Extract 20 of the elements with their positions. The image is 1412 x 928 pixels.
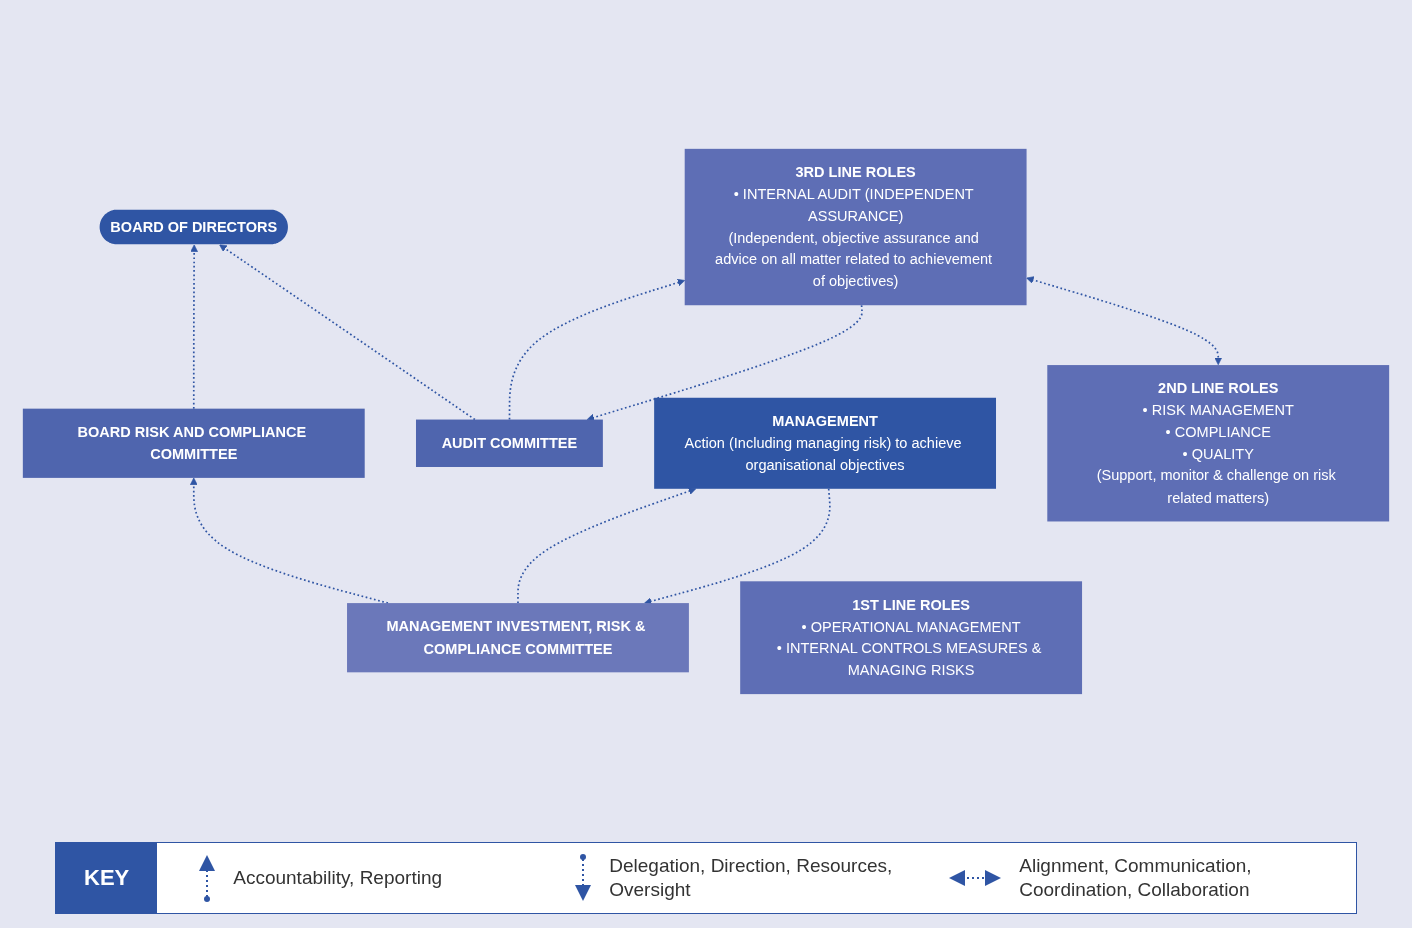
arrow	[586, 303, 863, 421]
node-box: MANAGEMENT Action (Including managing risk) to achieve organisational objectives	[654, 397, 996, 489]
arrow	[517, 487, 697, 604]
node-box: BOARD OF DIRECTORS	[99, 209, 288, 244]
arrow	[190, 477, 389, 604]
arrow	[1026, 275, 1222, 365]
node-box: 1ST LINE ROLES • OPERATIONAL MANAGEMENT • INTERNAL CONTROLS MEASURES & MANAGING RISKS	[740, 580, 1083, 694]
arrow	[190, 243, 198, 410]
key-heading: KEY	[56, 843, 158, 913]
legend-text: Alignment, Communication, Coordination, Collaboration	[1019, 854, 1253, 902]
arrow	[508, 278, 686, 420]
arrow	[219, 243, 476, 420]
node-box: 3RD LINE ROLES • INTERNAL AUDIT (INDEPENDENT ASSURANCE) (Independent, objective assurance and advice on all matter related to achievement of objectives)	[684, 148, 1027, 305]
legend-text: Accountability, Reporting	[233, 866, 443, 890]
legend-text: Delegation, Direction, Resources, Oversight	[609, 854, 894, 902]
node-box: AUDIT COMMITTEE	[416, 419, 603, 467]
arrow	[644, 487, 831, 605]
node-box: BOARD RISK AND COMPLIANCE COMMITTEE	[22, 408, 365, 478]
node-box: 2ND LINE ROLES • RISK MANAGEMENT • COMPLIANCE • QUALITY (Support, monitor & challenge on risk related matters)	[1047, 364, 1390, 521]
node-box: MANAGEMENT INVESTMENT, RISK & COMPLIANCE COMMITTEE	[347, 602, 689, 672]
